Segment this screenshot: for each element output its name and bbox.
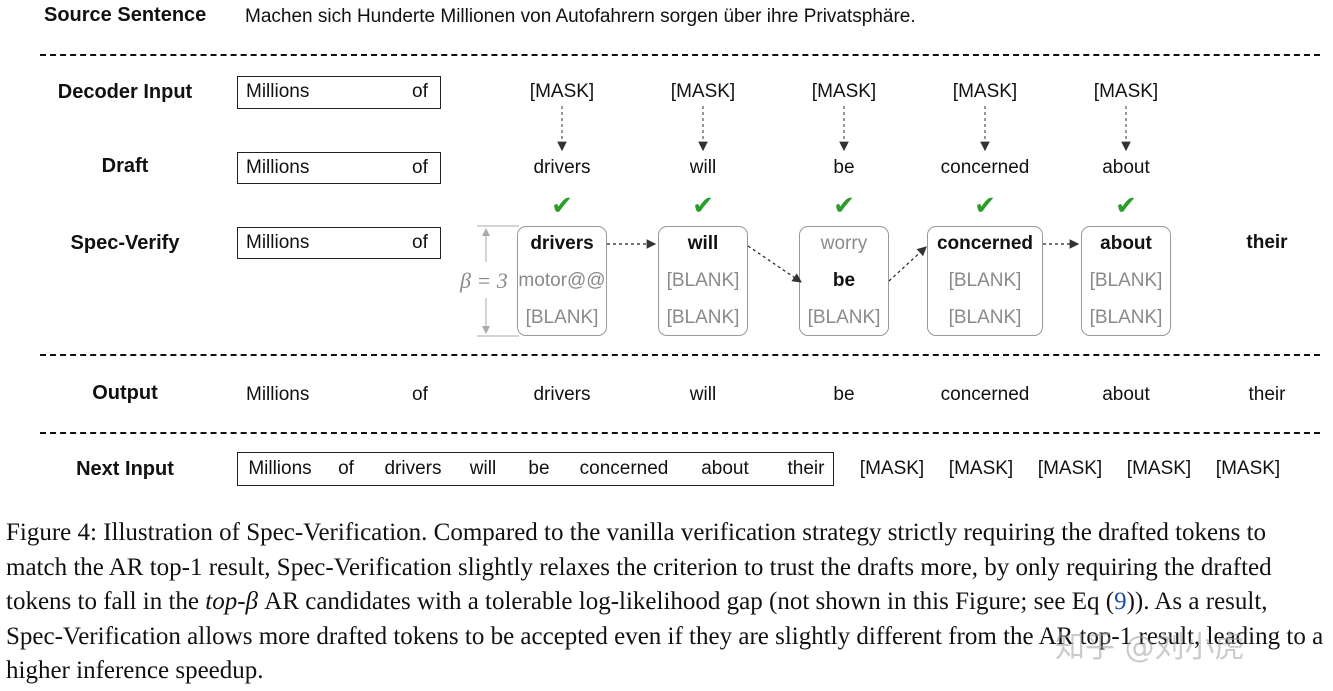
next-input-mask-4: [MASK] (1215, 458, 1281, 479)
draft-prefix-box (237, 152, 441, 184)
candidate-box-concerned: concerned [BLANK] [BLANK] (927, 226, 1043, 336)
next-input-mask-0: [MASK] (859, 458, 925, 479)
check-icon: ✔ (692, 190, 714, 220)
draft-token-1: will (689, 157, 717, 178)
draft-token-2: be (833, 157, 855, 178)
spec-verify-prefix-0: Millions (246, 232, 310, 253)
decoder-mask-1: [MASK] (670, 81, 736, 102)
next-input-mask-2: [MASK] (1037, 458, 1103, 479)
path-arrow-be-concerned (888, 246, 927, 282)
candidate-0-0: drivers (530, 233, 594, 254)
check-icon: ✔ (551, 190, 573, 220)
output-token-1: of (412, 384, 428, 405)
decoder-mask-4: [MASK] (1093, 81, 1159, 102)
candidate-0-1: motor@@ (518, 270, 606, 291)
next-input-token-6: about (701, 458, 749, 479)
next-input-token-3: will (469, 458, 497, 479)
candidate-3-2: [BLANK] (948, 307, 1022, 328)
next-input-token-4: be (528, 458, 550, 479)
draft-token-0: drivers (533, 157, 591, 178)
output-token-0: Millions (246, 384, 310, 405)
decoder-mask-0: [MASK] (529, 81, 595, 102)
beta-label: β = 3 (460, 268, 508, 293)
candidate-2-2: [BLANK] (807, 307, 881, 328)
output-token-2: drivers (533, 384, 591, 405)
caption-part-3: )). As a result, Spec-Verification allow… (6, 588, 1324, 685)
output-token-7: their (1248, 384, 1286, 405)
candidate-4-1: [BLANK] (1089, 270, 1163, 291)
check-icon: ✔ (833, 190, 855, 220)
candidate-4-0: about (1100, 233, 1152, 254)
decoder-input-prefix-box (237, 76, 441, 109)
output-token-5: concerned (940, 384, 1030, 405)
candidate-3-0: concerned (936, 233, 1034, 254)
caption-italic: top-β (205, 588, 259, 616)
draft-prefix-1: of (412, 157, 428, 178)
candidate-1-1: [BLANK] (666, 270, 740, 291)
next-input-token-5: concerned (579, 458, 669, 479)
decoder-mask-3: [MASK] (952, 81, 1018, 102)
path-arrow-will-be (747, 245, 802, 283)
draft-token-4: about (1102, 157, 1150, 178)
candidate-1-0: will (687, 233, 719, 254)
spec-verify-label: Spec-Verify (70, 232, 180, 254)
next-input-mask-3: [MASK] (1126, 458, 1192, 479)
next-input-token-7: their (787, 458, 825, 479)
next-input-box (237, 452, 834, 486)
next-input-token-1: of (338, 458, 354, 479)
next-input-token-0: Millions (248, 458, 312, 479)
candidate-box-drivers: drivers motor@@ [BLANK] (517, 226, 607, 336)
decoder-input-label: Decoder Input (57, 81, 193, 103)
decoder-mask-2: [MASK] (811, 81, 877, 102)
candidate-box-will: will [BLANK] [BLANK] (658, 226, 748, 336)
spec-verify-prefix-1: of (412, 232, 428, 253)
output-token-4: be (833, 384, 855, 405)
check-icon: ✔ (974, 190, 996, 220)
candidate-2-1: be (832, 270, 856, 291)
output-token-6: about (1102, 384, 1150, 405)
next-input-mask-1: [MASK] (948, 458, 1014, 479)
candidate-0-2: [BLANK] (525, 307, 599, 328)
next-input-label: Next Input (76, 458, 174, 480)
candidate-3-1: [BLANK] (948, 270, 1022, 291)
draft-label: Draft (101, 155, 149, 177)
watermark: 知乎 @刘小虎 (1055, 630, 1245, 665)
output-token-3: will (689, 384, 717, 405)
next-input-token-2: drivers (384, 458, 442, 479)
equation-ref-link[interactable]: 9 (1114, 588, 1127, 616)
candidate-box-about: about [BLANK] [BLANK] (1081, 226, 1171, 336)
draft-prefix-0: Millions (246, 157, 310, 178)
candidate-1-2: [BLANK] (666, 307, 740, 328)
draft-token-3: concerned (940, 157, 1030, 178)
figure-caption: Figure 4: Illustration of Spec-Verificat… (6, 516, 1328, 689)
source-text: Machen sich Hunderte Millionen von Autof… (245, 6, 916, 27)
separator-3 (40, 432, 1320, 434)
source-label: Source Sentence (44, 4, 207, 26)
spec-verify-extra-token: their (1246, 232, 1288, 253)
spec-verify-prefix-box (237, 227, 441, 259)
check-icon: ✔ (1115, 190, 1137, 220)
caption-part-1: Figure 4: Illustration of Spec-Verificat… (6, 519, 1272, 616)
candidate-box-be: worry be [BLANK] (799, 226, 889, 336)
candidate-2-0: worry (820, 233, 868, 254)
output-label: Output (92, 382, 158, 404)
decoder-input-prefix-1: of (412, 81, 428, 102)
candidate-4-2: [BLANK] (1089, 307, 1163, 328)
separator-2 (40, 354, 1320, 356)
separator-1 (40, 54, 1320, 56)
caption-part-2: AR candidates with a tolerable log-likel… (258, 588, 1115, 616)
decoder-input-prefix-0: Millions (246, 81, 310, 102)
